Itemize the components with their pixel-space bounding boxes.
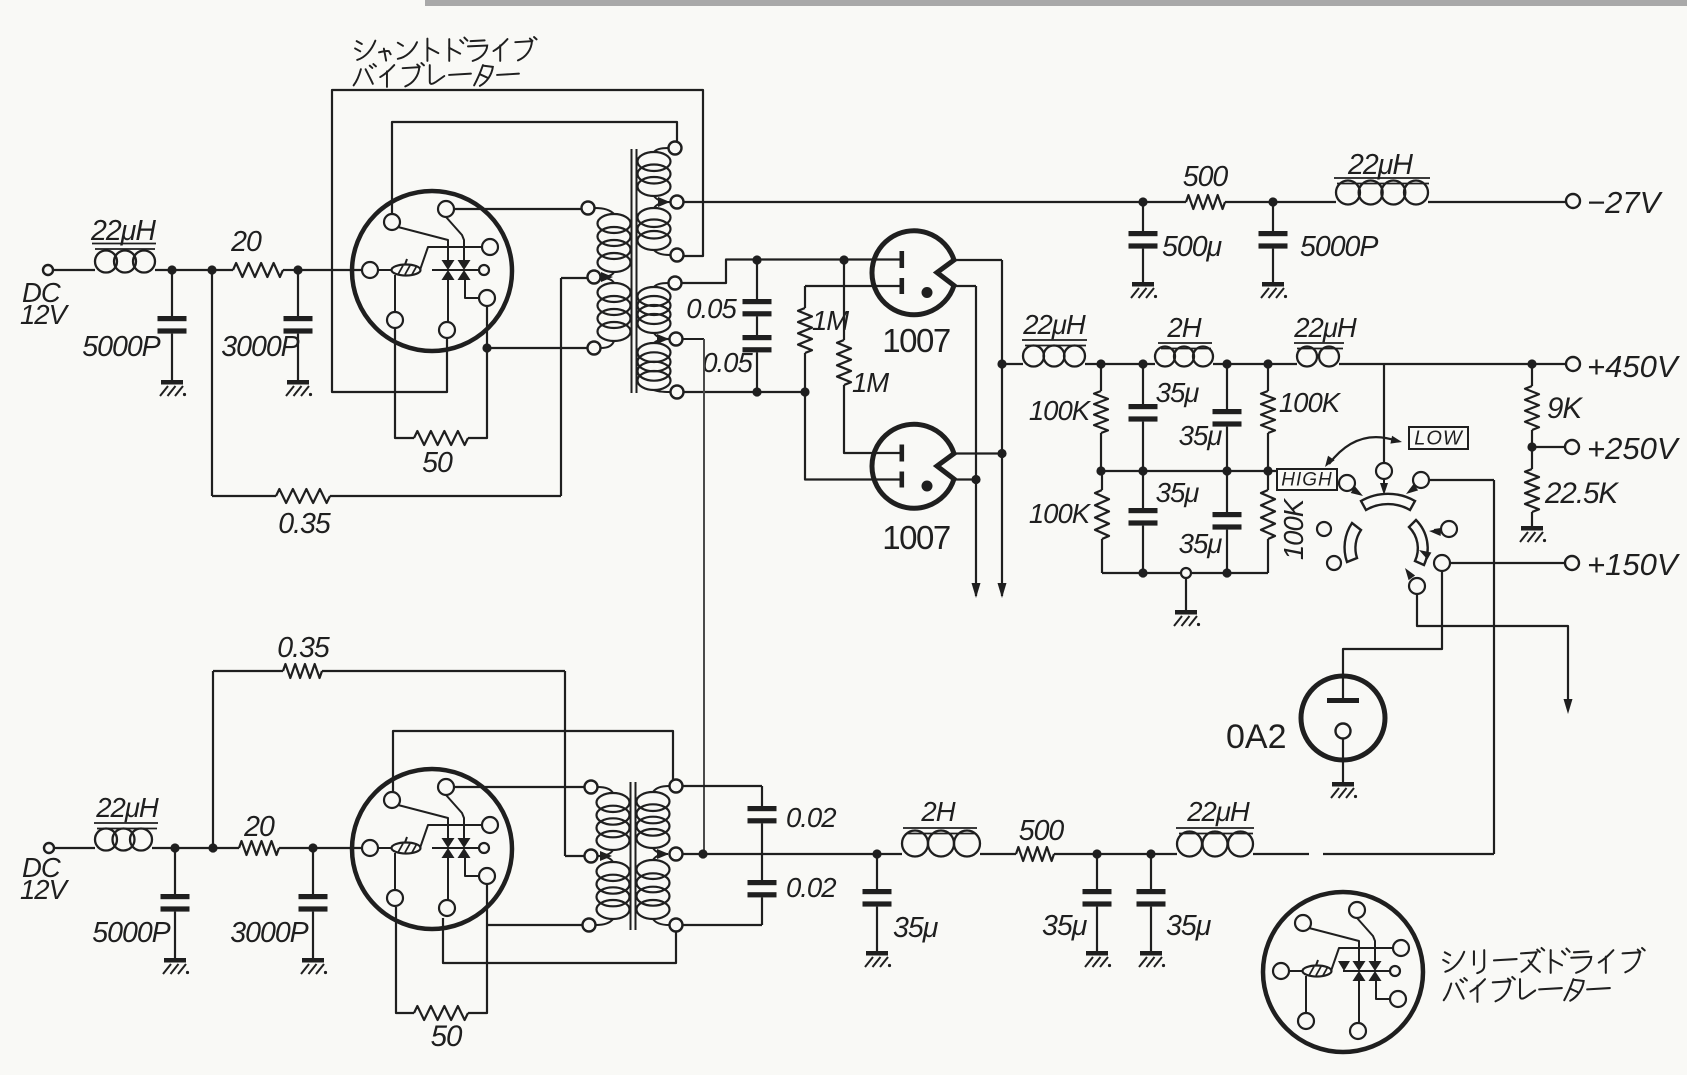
svg-text:12V: 12V — [20, 299, 70, 330]
svg-text:22μH: 22μH — [90, 215, 156, 247]
svg-text:1007: 1007 — [882, 519, 950, 556]
svg-text:50: 50 — [431, 1020, 463, 1053]
svg-text:5000P: 5000P — [1300, 231, 1378, 263]
svg-text:22.5K: 22.5K — [1544, 477, 1619, 510]
svg-text:LOW: LOW — [1414, 428, 1464, 450]
svg-text:35μ: 35μ — [1166, 910, 1212, 942]
svg-text:100K: 100K — [1279, 387, 1342, 418]
svg-text:1M: 1M — [852, 367, 889, 398]
svg-text:3000P: 3000P — [221, 331, 299, 363]
svg-text:−27V: −27V — [1587, 185, 1664, 220]
svg-text:+450V: +450V — [1587, 349, 1681, 384]
svg-text:100K: 100K — [1029, 395, 1092, 426]
svg-text:35μ: 35μ — [1156, 377, 1200, 408]
svg-text:35μ: 35μ — [1042, 910, 1088, 942]
svg-text:500: 500 — [1019, 815, 1065, 847]
svg-text:22μH: 22μH — [1347, 149, 1413, 181]
svg-text:12V: 12V — [20, 874, 70, 905]
svg-text:35μ: 35μ — [1179, 420, 1223, 451]
svg-text:500μ: 500μ — [1162, 231, 1223, 263]
svg-text:0.02: 0.02 — [786, 802, 836, 833]
svg-text:5000P: 5000P — [82, 331, 160, 363]
svg-text:100K: 100K — [1278, 497, 1309, 560]
svg-text:35μ: 35μ — [893, 912, 939, 944]
svg-text:22μH: 22μH — [95, 792, 159, 823]
svg-text:9K: 9K — [1547, 392, 1583, 425]
svg-text:0.05: 0.05 — [702, 347, 753, 378]
svg-text:35μ: 35μ — [1156, 477, 1200, 508]
svg-text:DC: DC — [22, 852, 61, 883]
svg-text:DC: DC — [22, 277, 61, 308]
svg-text:+250V: +250V — [1587, 431, 1681, 466]
svg-text:2H: 2H — [1166, 312, 1201, 343]
svg-text:5000P: 5000P — [92, 917, 170, 949]
svg-text:22μH: 22μH — [1293, 312, 1357, 343]
svg-text:0.05: 0.05 — [686, 293, 737, 324]
svg-text:0A2: 0A2 — [1226, 718, 1287, 756]
svg-text:100K: 100K — [1029, 498, 1092, 529]
svg-text:35μ: 35μ — [1179, 528, 1223, 559]
svg-text:0.35: 0.35 — [277, 632, 330, 664]
svg-text:20: 20 — [230, 226, 262, 258]
svg-text:22μH: 22μH — [1022, 309, 1086, 340]
svg-text:50: 50 — [422, 447, 453, 479]
svg-text:3000P: 3000P — [230, 917, 308, 949]
svg-text:500: 500 — [1183, 161, 1229, 193]
svg-text:1007: 1007 — [882, 322, 950, 359]
svg-text:+150V: +150V — [1587, 547, 1681, 582]
svg-text:0.35: 0.35 — [278, 508, 331, 540]
svg-text:0.02: 0.02 — [786, 872, 836, 903]
svg-text:2H: 2H — [920, 796, 955, 827]
svg-text:20: 20 — [243, 811, 275, 843]
svg-text:HIGH: HIGH — [1281, 470, 1333, 491]
svg-text:22μH: 22μH — [1186, 796, 1250, 827]
